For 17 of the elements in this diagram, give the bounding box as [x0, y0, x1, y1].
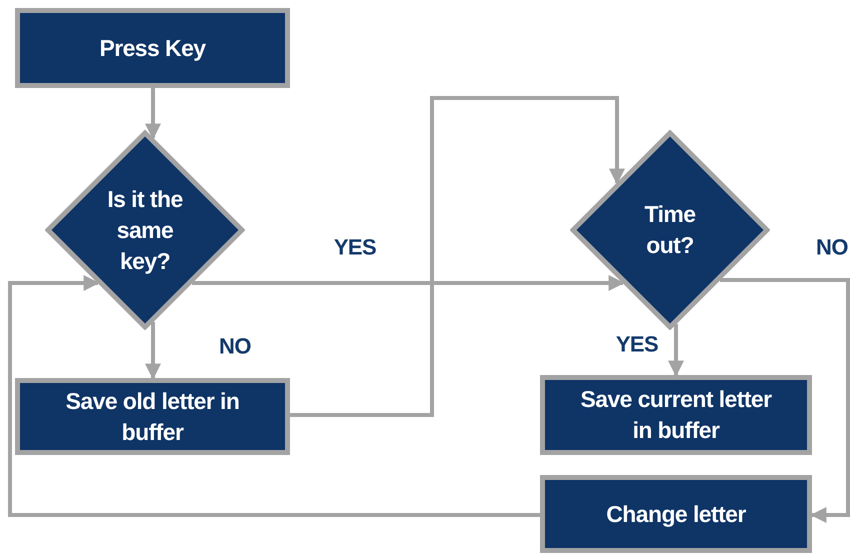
node-text: Save current letter in buffer [579, 385, 773, 445]
node-text: Press Key [99, 34, 206, 63]
node-text: Is it the same key? [106, 184, 184, 276]
node-text: Change letter [606, 500, 746, 529]
node-text: Time out? [644, 200, 696, 260]
process-box [540, 475, 812, 553]
arrow [720, 278, 850, 523]
arrow [145, 322, 161, 380]
process-box [15, 378, 290, 455]
process-box [15, 8, 290, 88]
arrow [668, 324, 684, 377]
node-text: Save old letter in buffer [64, 386, 240, 446]
arrow [145, 88, 161, 140]
arrow [290, 96, 625, 417]
arrow [8, 275, 540, 517]
arrow [192, 275, 625, 291]
process-box [540, 375, 812, 455]
